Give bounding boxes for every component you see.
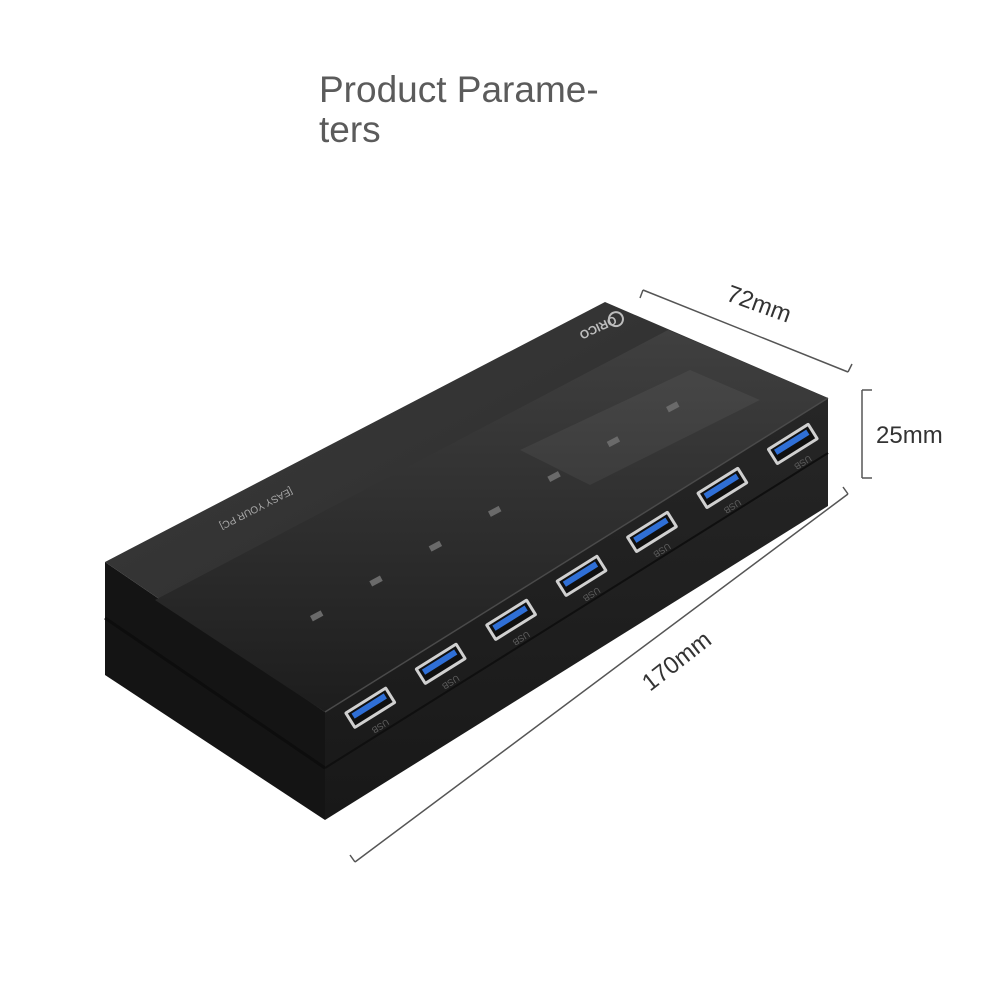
led-indicator [309, 610, 324, 622]
led-indicator [369, 575, 383, 587]
usb-hub: ORICO [EASY YOUR PC] USBUSBUSBUSBUSBUSBU… [104, 302, 829, 820]
page-title: Product Parame- ters [319, 70, 639, 150]
dimension-length-line [354, 493, 849, 863]
dimension-height: 25mm [861, 389, 943, 479]
hub-seam [324, 452, 829, 769]
dimension-depth-line [642, 289, 849, 373]
led-indicator [488, 505, 502, 517]
page-title-line-2: ters [319, 109, 381, 150]
dimension-length-label: 170mm [637, 626, 717, 697]
hub-glass-sheen [520, 370, 760, 485]
hub-glass-panel [155, 330, 828, 712]
led-indicator [606, 436, 621, 448]
hub-front-face [325, 398, 828, 820]
dimension-height-label: 25mm [876, 422, 943, 449]
led-indicator [428, 540, 443, 552]
usb-port-tongue [562, 561, 599, 587]
led-indicators [309, 401, 680, 622]
brand-logo-icon [607, 311, 624, 328]
usb-port-tongue [633, 517, 669, 543]
usb-port[interactable]: USB [344, 686, 405, 743]
dimension-depth-label: 72mm [723, 280, 795, 328]
usb-port-tongue [774, 429, 810, 455]
usb-port-tongue [492, 605, 528, 631]
hub-left-face [105, 562, 325, 820]
page-title-line-1: Product Parame- [319, 69, 599, 110]
usb-port-tongue [703, 473, 740, 499]
led-indicator [547, 471, 561, 482]
usb-port-tongue [351, 693, 387, 719]
led-indicator [666, 401, 680, 413]
usb-port-tongue [421, 649, 458, 675]
